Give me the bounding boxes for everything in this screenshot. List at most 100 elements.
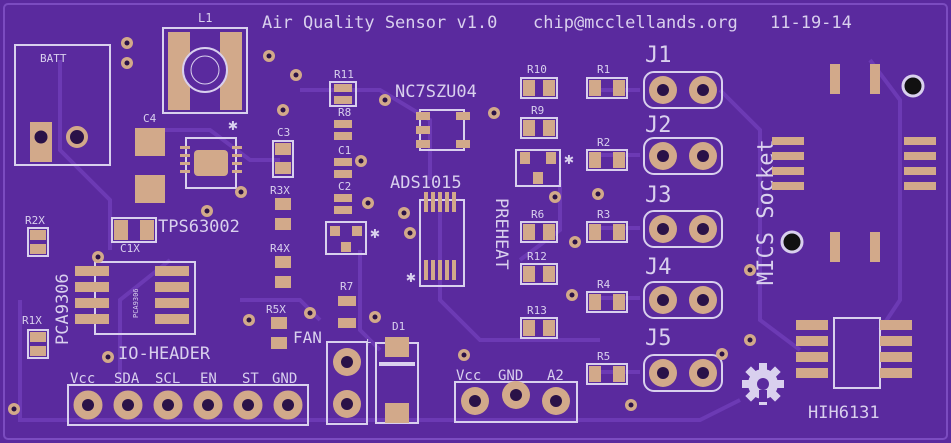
capacitor-c4: C4 (135, 112, 165, 203)
svg-text:C1X: C1X (120, 242, 140, 255)
fan-connector: FAN + (293, 328, 371, 425)
resistor-r6: R6 (520, 208, 558, 243)
svg-text:R1: R1 (597, 63, 610, 76)
svg-text:C1: C1 (338, 144, 351, 157)
io-header: IO-HEADER Vcc SDA SCL EN ST GND (67, 344, 309, 426)
svg-text:R2: R2 (597, 136, 610, 149)
resistor-r7: R7 (338, 280, 356, 328)
adc-pin-label-a2: A2 (547, 368, 564, 384)
svg-text:R7: R7 (340, 280, 353, 293)
svg-text:R3: R3 (597, 208, 610, 221)
ic-ads1015: ADS1015 ✱ (390, 173, 465, 287)
adc-pin-label-vcc: Vcc (456, 368, 481, 384)
svg-text:R5: R5 (597, 350, 610, 363)
pin-label-vcc: Vcc (70, 371, 95, 387)
battery-holder: BATT (14, 44, 111, 166)
ic-tps63002: ✱ TPS63002 (158, 115, 242, 237)
resistor-r5x: R5X (266, 303, 287, 349)
pin-label-st: ST (242, 371, 259, 387)
svg-text:C2: C2 (338, 180, 351, 193)
resistor-r12: R12 (520, 250, 558, 285)
svg-text:J5: J5 (645, 326, 672, 351)
resistor-r10: R10 (520, 63, 558, 99)
svg-text:FAN: FAN (293, 328, 322, 347)
svg-text:BATT: BATT (40, 52, 67, 65)
svg-text:R3X: R3X (270, 184, 290, 197)
mics-socket: MICS Socket (754, 64, 936, 285)
pin-label-sda: SDA (114, 371, 140, 387)
resistor-r5: R5 (586, 350, 628, 385)
board-title: Air Quality Sensor v1.0 (262, 13, 497, 33)
resistor-r1: R1 (586, 63, 628, 99)
capacitor-c1x: C1X (111, 217, 157, 255)
svg-text:R5X: R5X (266, 303, 286, 316)
svg-text:R12: R12 (527, 250, 547, 263)
svg-text:✱: ✱ (228, 115, 238, 134)
svg-text:J2: J2 (645, 113, 672, 138)
pin-label-scl: SCL (155, 371, 180, 387)
ic-nc7szu04: NC7SZU04 (395, 82, 477, 151)
jumper-j3: J3 (643, 183, 723, 248)
resistor-r8: R8 (334, 106, 352, 140)
svg-text:MICS Socket: MICS Socket (754, 139, 779, 285)
resistor-r1x: R1X (22, 314, 49, 359)
svg-text:PCA9306: PCA9306 (132, 288, 140, 318)
svg-text:R10: R10 (527, 63, 547, 76)
svg-text:L1: L1 (198, 11, 212, 25)
svg-text:PCA9306: PCA9306 (53, 273, 73, 345)
resistor-r9: R9 (520, 104, 558, 139)
capacitor-c3: C3 (272, 126, 294, 178)
sensor-hih6131: HIH6131 (796, 317, 912, 423)
transistor-q2: ✱ (515, 149, 574, 187)
preheat-label: PREHEAT (491, 198, 511, 270)
resistor-r2: R2 (586, 136, 628, 171)
svg-text:R9: R9 (531, 104, 544, 117)
svg-text:R13: R13 (527, 304, 547, 317)
svg-text:C4: C4 (143, 112, 157, 125)
svg-text:J4: J4 (645, 255, 672, 280)
svg-text:D1: D1 (392, 320, 405, 333)
pin-label-gnd: GND (272, 371, 297, 387)
jumper-j5: J5 (643, 326, 723, 392)
open-hardware-gear-icon (742, 363, 784, 405)
resistor-r3: R3 (586, 208, 628, 243)
svg-text:J3: J3 (645, 183, 672, 208)
board-date: 11-19-14 (770, 13, 852, 33)
svg-text:✱: ✱ (564, 149, 574, 168)
svg-text:✱: ✱ (406, 267, 416, 286)
pin-label-en: EN (200, 371, 217, 387)
svg-text:R6: R6 (531, 208, 544, 221)
svg-text:NC7SZU04: NC7SZU04 (395, 82, 477, 102)
svg-text:C3: C3 (277, 126, 290, 139)
jumper-j4: J4 (643, 255, 723, 319)
svg-text:HIH6131: HIH6131 (808, 403, 880, 423)
svg-text:R8: R8 (338, 106, 351, 119)
svg-text:J1: J1 (645, 43, 672, 68)
resistor-r2x: R2X (25, 214, 49, 257)
jumper-j2: J2 (643, 113, 723, 175)
board-email: chip@mcclellands.org (533, 13, 738, 33)
svg-text:R4X: R4X (270, 242, 290, 255)
transistor-q1: ✱ (325, 221, 380, 255)
capacitor-c2: C2 (334, 180, 352, 214)
svg-text:R11: R11 (334, 68, 354, 81)
svg-text:R2X: R2X (25, 214, 45, 227)
resistor-r13: R13 (520, 304, 558, 339)
inductor-l1: L1 (162, 11, 248, 114)
resistor-r4: R4 (586, 278, 628, 313)
svg-text:IO-HEADER: IO-HEADER (118, 344, 211, 364)
adc-header: Vcc GND A2 (454, 368, 578, 423)
resistor-r4x: R4X (270, 242, 291, 288)
svg-text:R1X: R1X (22, 314, 42, 327)
svg-text:✱: ✱ (370, 223, 380, 242)
svg-text:TPS63002: TPS63002 (158, 217, 240, 237)
capacitor-c1: C1 (334, 144, 352, 178)
svg-text:ADS1015: ADS1015 (390, 173, 462, 193)
svg-text:R4: R4 (597, 278, 611, 291)
jumper-j1: J1 (643, 43, 723, 109)
ic-pca9306: PCA9306 PCA9306 (53, 261, 196, 345)
resistor-r3x: R3X (270, 184, 291, 230)
adc-pin-label-gnd: GND (498, 368, 523, 384)
